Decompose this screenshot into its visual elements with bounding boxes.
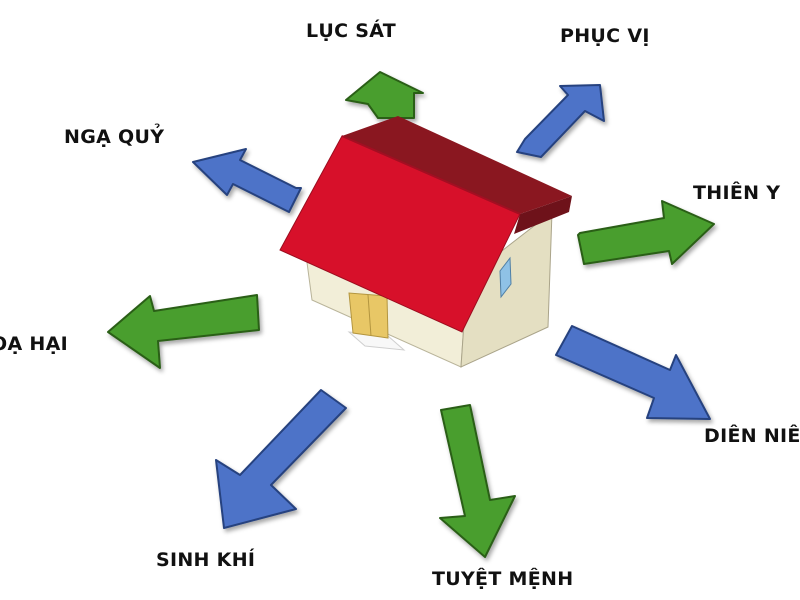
label-sinh-khi: SINH KHÍ bbox=[156, 549, 256, 571]
arrow-dien-nien-icon bbox=[555, 325, 711, 420]
label-hoa-hai: OẠ HẠI bbox=[0, 333, 68, 355]
label-thien-y: THIÊN Y bbox=[693, 182, 781, 204]
arrow-sinh-khi-icon bbox=[215, 389, 347, 529]
label-tuyet-menh: TUYỆT MỆNH bbox=[432, 568, 574, 590]
house-icon bbox=[279, 116, 572, 368]
arrow-tuyet-menh-icon bbox=[439, 404, 516, 558]
arrow-hoa-hai-icon bbox=[107, 294, 260, 369]
label-dien-nien: DIÊN NIÊ bbox=[704, 425, 800, 447]
label-nga-quy: NGẠ QUỶ bbox=[64, 126, 165, 148]
arrow-nga-quy-icon bbox=[192, 148, 302, 213]
arrow-phuc-vi-icon bbox=[516, 84, 605, 158]
arrow-luc-sat-icon bbox=[345, 71, 424, 119]
arrow-thien-y-icon bbox=[577, 200, 715, 265]
label-phuc-vi: PHỤC VỊ bbox=[560, 25, 650, 47]
label-luc-sat: LỤC SÁT bbox=[306, 20, 397, 42]
